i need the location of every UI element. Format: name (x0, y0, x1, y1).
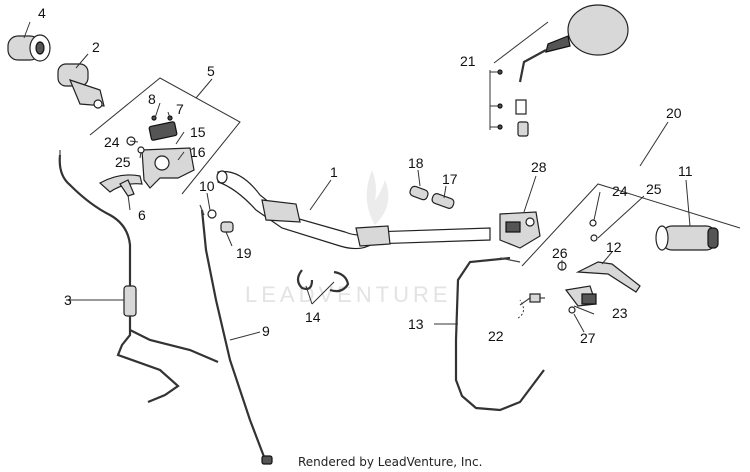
callout-21: 21 (460, 53, 476, 69)
callout-1: 1 (330, 164, 338, 180)
callout-23: 23 (612, 305, 628, 321)
part-9-cable[interactable] (199, 204, 273, 465)
part-3-throttle-cable[interactable] (58, 150, 219, 404)
part-1-handlebar[interactable] (216, 170, 491, 250)
callout-16: 16 (190, 144, 206, 160)
callout-3: 3 (64, 292, 72, 308)
callout-15: 15 (190, 124, 206, 140)
callout-6: 6 (138, 207, 146, 223)
callout-25-right: 25 (646, 181, 662, 197)
part-14-clip-2[interactable] (329, 270, 350, 293)
callout-27: 27 (580, 330, 596, 346)
callout-28: 28 (531, 159, 547, 175)
callout-labels: 4 2 5 8 7 24 15 16 25 10 6 19 3 9 1 14 1… (38, 5, 693, 346)
part-22-hose[interactable] (517, 293, 545, 319)
callout-17: 17 (442, 171, 458, 187)
leader-21 (493, 21, 549, 64)
callout-19: 19 (236, 245, 252, 261)
leader-11 (685, 179, 691, 227)
part-21-mirror[interactable] (515, 4, 629, 137)
part-17-bolt[interactable] (431, 193, 455, 210)
watermark-text: LEADVENTURE (245, 282, 452, 307)
part-19-bush[interactable] (220, 221, 234, 233)
part-2-throttle-housing[interactable] (57, 63, 105, 109)
part-4-left-grip[interactable] (7, 34, 51, 62)
part-13-cable[interactable] (454, 256, 545, 412)
callout-22: 22 (488, 328, 504, 344)
group-outline-20 (521, 183, 741, 267)
part-24-screw-right[interactable] (589, 219, 597, 227)
callout-11: 11 (678, 163, 693, 179)
part-12-front-brake-lever[interactable] (575, 261, 641, 293)
callout-25-left: 25 (115, 154, 131, 170)
callout-20: 20 (666, 105, 682, 121)
callout-5: 5 (207, 63, 215, 79)
part-6-brake-lever[interactable] (98, 174, 143, 197)
part-14-clip-1[interactable] (296, 269, 314, 291)
callout-13: 13 (408, 316, 424, 332)
part-23-brake-master[interactable] (564, 285, 597, 307)
part-10-bolt[interactable] (207, 209, 217, 219)
callout-12: 12 (606, 239, 622, 255)
part-15-16-master-cylinder[interactable] (141, 121, 195, 189)
callout-10: 10 (199, 178, 215, 194)
callout-7: 7 (176, 101, 184, 117)
leader-20 (639, 121, 669, 167)
part-28-switch-housing[interactable] (499, 211, 541, 249)
callout-2: 2 (92, 39, 100, 55)
leader-5 (195, 78, 213, 99)
leader-bracket-21 (489, 70, 500, 130)
callout-8: 8 (148, 91, 156, 107)
callout-14: 14 (305, 309, 321, 325)
group-outline-5 (89, 77, 241, 195)
part-27-screw[interactable] (568, 306, 576, 314)
callout-4: 4 (38, 5, 46, 21)
part-25-washer-right[interactable] (590, 234, 598, 242)
callout-18: 18 (408, 155, 424, 171)
callout-9: 9 (262, 323, 270, 339)
part-11-right-grip[interactable] (655, 225, 719, 251)
callout-24-right: 24 (612, 183, 628, 199)
part-18-bolt[interactable] (409, 185, 429, 201)
flame-logo-icon (366, 170, 389, 225)
credit-text: Rendered by LeadVenture, Inc. (298, 455, 482, 469)
callout-24-left: 24 (104, 134, 120, 150)
callout-26: 26 (552, 245, 568, 261)
leader-lines (23, 21, 645, 341)
